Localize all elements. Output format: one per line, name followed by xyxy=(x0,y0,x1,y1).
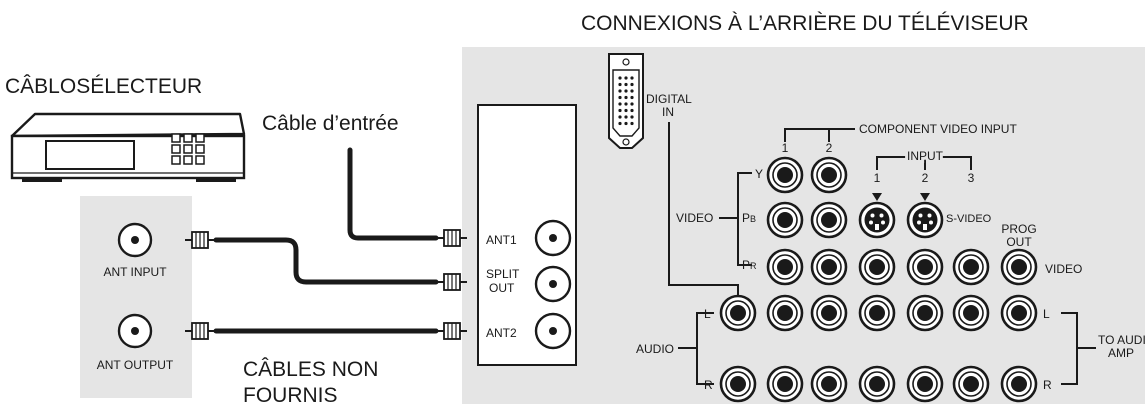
rca-jack-icon xyxy=(952,365,990,403)
dvi-pin xyxy=(618,108,622,113)
input-1-label: 1 xyxy=(874,171,881,185)
dvi-pin xyxy=(618,89,622,93)
dvi-pin xyxy=(624,82,628,87)
audio-r-right-label: R xyxy=(1043,378,1052,392)
rca-jack-icon xyxy=(766,294,804,332)
rca-jack-icon xyxy=(810,156,848,194)
ant1-label: ANT1 xyxy=(486,233,517,247)
dvi-pin xyxy=(618,95,622,100)
pr-label: PR xyxy=(742,258,757,272)
split-out-label-line2: OUT xyxy=(489,281,515,295)
coax-jack-icon xyxy=(534,265,572,303)
rca-jack-icon xyxy=(766,201,804,239)
coax-cables xyxy=(213,147,439,334)
rca-jack-icon xyxy=(858,294,896,332)
rca-jack-icon xyxy=(906,365,944,403)
video-right-label: VIDEO xyxy=(1045,262,1082,276)
s-video-label: S-VIDEO xyxy=(946,213,992,225)
rca-jack-icon xyxy=(906,294,944,332)
prog-out-label-line1: PROG xyxy=(1001,222,1036,236)
dvi-pin xyxy=(624,95,628,100)
rca-jack-icon xyxy=(858,365,896,403)
dvi-pin xyxy=(624,76,628,80)
cable-box-icon xyxy=(10,112,246,182)
audio-l-left-label: L xyxy=(704,307,711,321)
rca-jack-icon xyxy=(719,365,757,403)
dvi-pin xyxy=(624,115,628,119)
rca-jack-icon xyxy=(766,248,804,286)
dvi-pin xyxy=(618,121,622,126)
cable-box-label: CÂBLOSÉLECTEUR xyxy=(5,75,202,98)
digital-in-label-line2: IN xyxy=(662,105,674,119)
ant-output-label: ANT OUTPUT xyxy=(97,358,174,372)
ant2-label: ANT2 xyxy=(486,326,517,340)
input-3-label: 3 xyxy=(968,171,975,185)
bracket-lines xyxy=(668,122,1096,385)
dvi-pin xyxy=(630,121,634,126)
dvi-pin xyxy=(630,89,634,93)
rca-jack-icon xyxy=(1000,248,1038,286)
audio-r-left-label: R xyxy=(704,378,713,392)
dvi-pin xyxy=(630,115,634,119)
rca-jack-icon xyxy=(766,156,804,194)
dvi-pin xyxy=(624,102,628,106)
input-group-label: INPUT xyxy=(907,149,944,163)
cables-label-line1: CÂBLES NON xyxy=(243,358,378,381)
dvi-pin xyxy=(618,102,622,106)
audio-label: AUDIO xyxy=(636,342,674,356)
coax-jack-icon xyxy=(117,222,153,258)
dvi-pin xyxy=(630,108,634,113)
dvi-pin xyxy=(618,115,622,119)
video-left-label: VIDEO xyxy=(676,211,713,225)
component-2-label: 2 xyxy=(826,141,833,155)
dvi-pin xyxy=(624,89,628,93)
coax-jack-icon xyxy=(117,313,153,349)
dvi-pin xyxy=(630,95,634,100)
rca-jack-icon xyxy=(1000,365,1038,403)
y-label: Y xyxy=(755,167,763,181)
rca-jack-icon xyxy=(858,248,896,286)
s-video-jack-icon xyxy=(906,201,944,239)
pb-label: PB xyxy=(742,211,756,225)
rca-jack-icon xyxy=(1000,294,1038,332)
audio-l-right-label: L xyxy=(1043,307,1050,321)
coax-jack-icon xyxy=(534,219,572,257)
dvi-pin xyxy=(618,76,622,80)
split-out-label-line1: SPLIT xyxy=(486,267,520,281)
to-audio-amp-label-line1: TO AUDIO xyxy=(1098,333,1145,347)
rca-jack-icon xyxy=(810,365,848,403)
component-1-label: 1 xyxy=(782,141,789,155)
arrow-input-1 xyxy=(872,193,882,201)
cables-label-line2: FOURNIS xyxy=(243,384,338,404)
dvi-pin xyxy=(624,121,628,126)
rca-jack-icon xyxy=(952,294,990,332)
arrow-input-2 xyxy=(920,193,930,201)
prog-out-label-line2: OUT xyxy=(1006,235,1032,249)
dvi-port-icon xyxy=(608,53,644,149)
coax-jack-icon xyxy=(534,312,572,350)
rca-jack-icon xyxy=(906,248,944,286)
rca-jack-icon xyxy=(810,248,848,286)
digital-in-label-line1: DIGITAL xyxy=(646,92,692,106)
rca-jack-icon xyxy=(719,294,757,332)
rca-jack-icon xyxy=(952,248,990,286)
ant-input-label: ANT INPUT xyxy=(103,265,167,279)
rca-jack-icon xyxy=(766,365,804,403)
dvi-pin xyxy=(618,82,622,87)
tv-rear-title: CONNEXIONS À L’ARRIÈRE DU TÉLÉVISEUR xyxy=(581,12,1029,35)
component-video-input-label: COMPONENT VIDEO INPUT xyxy=(859,122,1017,136)
dvi-pin xyxy=(630,102,634,106)
input-2-label: 2 xyxy=(922,171,929,185)
s-video-jack-icon xyxy=(858,201,896,239)
to-audio-amp-label-line2: AMP xyxy=(1108,346,1134,360)
input-cable-label: Câble d’entrée xyxy=(262,112,399,135)
dvi-pin xyxy=(624,108,628,113)
dvi-pin xyxy=(630,76,634,80)
dvi-pin xyxy=(630,82,634,87)
rca-jack-icon xyxy=(810,294,848,332)
rca-jack-icon xyxy=(810,201,848,239)
